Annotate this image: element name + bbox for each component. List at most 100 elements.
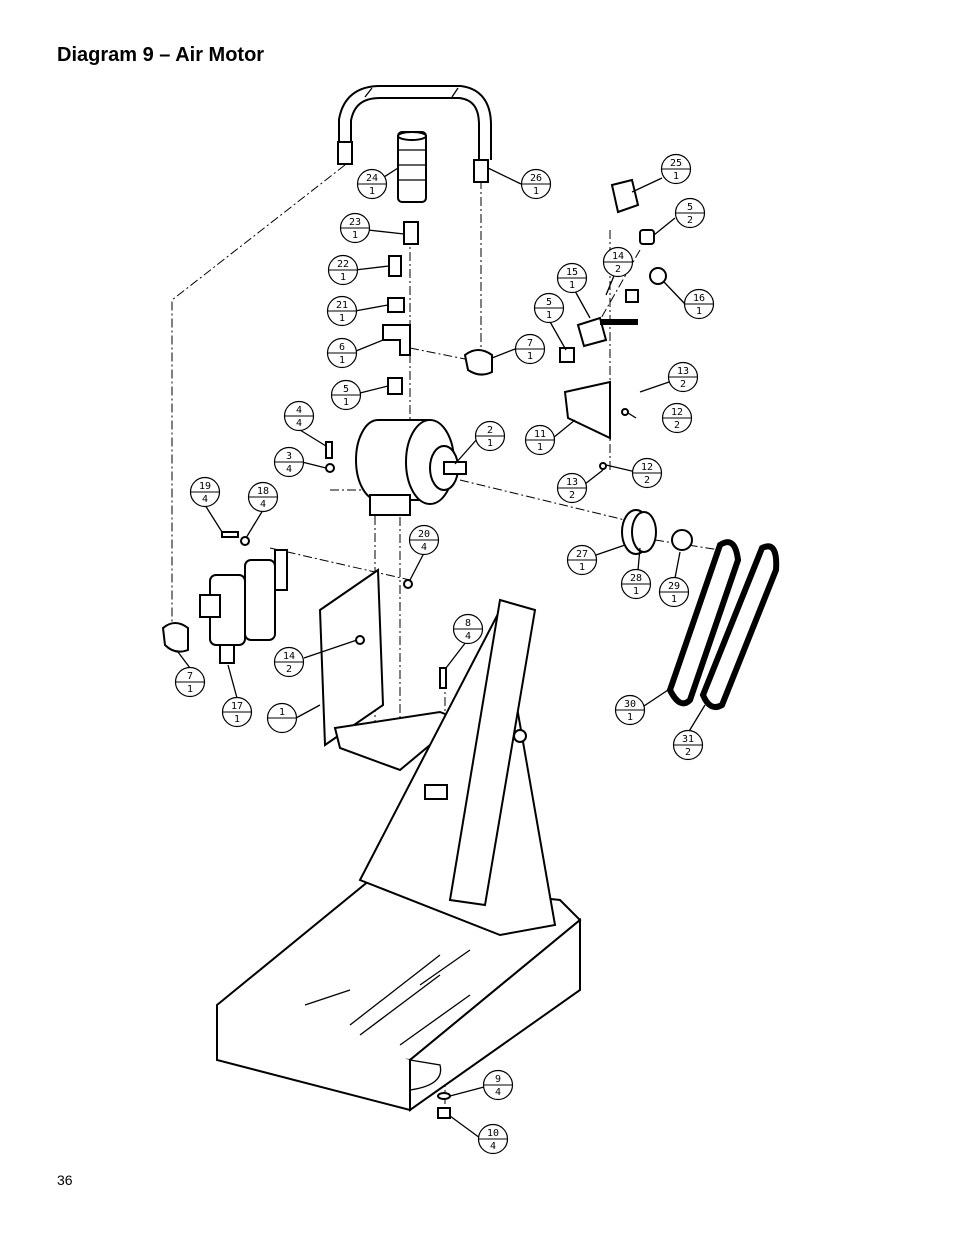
svg-text:21: 21 (336, 300, 348, 311)
callout-2: 21 (474, 420, 506, 452)
svg-text:4: 4 (296, 405, 302, 416)
svg-text:5: 5 (546, 297, 552, 308)
svg-text:2: 2 (615, 264, 621, 275)
callout-20: 204 (408, 524, 440, 556)
svg-text:2: 2 (487, 425, 493, 436)
svg-text:19: 19 (199, 481, 211, 492)
svg-text:1: 1 (533, 186, 539, 197)
callout-24: 241 (356, 168, 388, 200)
svg-text:7: 7 (527, 338, 533, 349)
svg-text:1: 1 (627, 712, 633, 723)
svg-text:1: 1 (340, 272, 346, 283)
page-number: 36 (57, 1172, 73, 1188)
callout-5-valve: 51 (533, 292, 565, 324)
leader-lines (177, 167, 706, 1139)
callout-8: 84 (452, 613, 484, 645)
callout-25: 251 (660, 153, 692, 185)
callout-14-upper: 142 (602, 246, 634, 278)
item-balloons: 241 261 231 221 211 61 71 51 44 34 21 25… (174, 153, 715, 1155)
callout-16: 161 (683, 288, 715, 320)
svg-text:2: 2 (286, 664, 292, 675)
callout-23: 231 (339, 212, 371, 244)
fitting-stack (382, 221, 493, 395)
svg-text:4: 4 (490, 1141, 496, 1152)
callout-12-upper: 122 (661, 402, 693, 434)
callout-5-right: 52 (674, 197, 706, 229)
upright-tower (358, 598, 557, 937)
svg-text:2: 2 (569, 490, 575, 501)
svg-text:13: 13 (677, 366, 689, 377)
svg-text:1: 1 (579, 562, 585, 573)
svg-text:14: 14 (612, 251, 624, 262)
svg-text:1: 1 (633, 586, 639, 597)
svg-text:5: 5 (687, 202, 693, 213)
svg-text:13: 13 (566, 477, 578, 488)
svg-text:8: 8 (465, 618, 471, 629)
svg-text:1: 1 (352, 230, 358, 241)
svg-text:1: 1 (673, 171, 679, 182)
callout-14-lower: 142 (273, 646, 305, 678)
callout-7-upper: 71 (514, 333, 546, 365)
svg-text:25: 25 (670, 158, 682, 169)
callout-13-upper: 132 (667, 361, 699, 393)
svg-text:27: 27 (576, 549, 588, 560)
v-belts (666, 539, 780, 710)
sheave-parts (621, 509, 693, 555)
callout-28: 281 (620, 568, 652, 600)
callout-21: 211 (326, 295, 358, 327)
svg-text:1: 1 (234, 714, 240, 725)
svg-text:30: 30 (624, 699, 636, 710)
svg-text:28: 28 (630, 573, 642, 584)
svg-text:4: 4 (260, 499, 266, 510)
svg-text:16: 16 (693, 293, 705, 304)
motor-plate (318, 568, 462, 772)
svg-text:2: 2 (680, 379, 686, 390)
svg-text:12: 12 (641, 462, 653, 473)
svg-text:17: 17 (231, 701, 243, 712)
callout-31: 312 (672, 729, 704, 761)
svg-text:20: 20 (418, 529, 430, 540)
svg-text:22: 22 (337, 259, 349, 270)
svg-text:4: 4 (286, 464, 292, 475)
svg-text:2: 2 (687, 215, 693, 226)
valve-assembly (559, 178, 667, 363)
svg-text:24: 24 (366, 173, 378, 184)
callout-30: 301 (614, 694, 646, 726)
callout-12-lower: 122 (631, 457, 663, 489)
svg-text:4: 4 (296, 418, 302, 429)
callout-1: 1 (266, 702, 298, 734)
fasteners (221, 441, 451, 1119)
callout-29: 291 (658, 576, 690, 608)
svg-text:12: 12 (671, 407, 683, 418)
muffler-part (397, 131, 427, 203)
svg-text:3: 3 (286, 451, 292, 462)
svg-text:7: 7 (187, 671, 193, 682)
callout-11: 111 (524, 424, 556, 456)
air-motor-part (355, 419, 467, 516)
svg-text:1: 1 (487, 438, 493, 449)
svg-text:14: 14 (283, 651, 295, 662)
callout-18: 184 (247, 481, 279, 513)
callout-22: 221 (327, 254, 359, 286)
air-hose (337, 85, 492, 183)
callout-9: 94 (482, 1069, 514, 1101)
svg-text:18: 18 (257, 486, 269, 497)
callout-6: 61 (326, 337, 358, 369)
svg-text:26: 26 (530, 173, 542, 184)
callout-27: 271 (566, 544, 598, 576)
svg-text:1: 1 (343, 397, 349, 408)
mounting-bracket (563, 380, 629, 470)
callout-17: 171 (221, 696, 253, 728)
svg-text:1: 1 (537, 442, 543, 453)
page-title: Diagram 9 – Air Motor (57, 44, 265, 66)
callout-15: 151 (556, 262, 588, 294)
svg-text:1: 1 (696, 306, 702, 317)
svg-text:4: 4 (421, 542, 427, 553)
svg-text:11: 11 (534, 429, 546, 440)
svg-text:29: 29 (668, 581, 680, 592)
svg-text:4: 4 (202, 494, 208, 505)
svg-text:2: 2 (685, 747, 691, 758)
callout-13-lower: 132 (556, 472, 588, 504)
svg-text:4: 4 (465, 631, 471, 642)
